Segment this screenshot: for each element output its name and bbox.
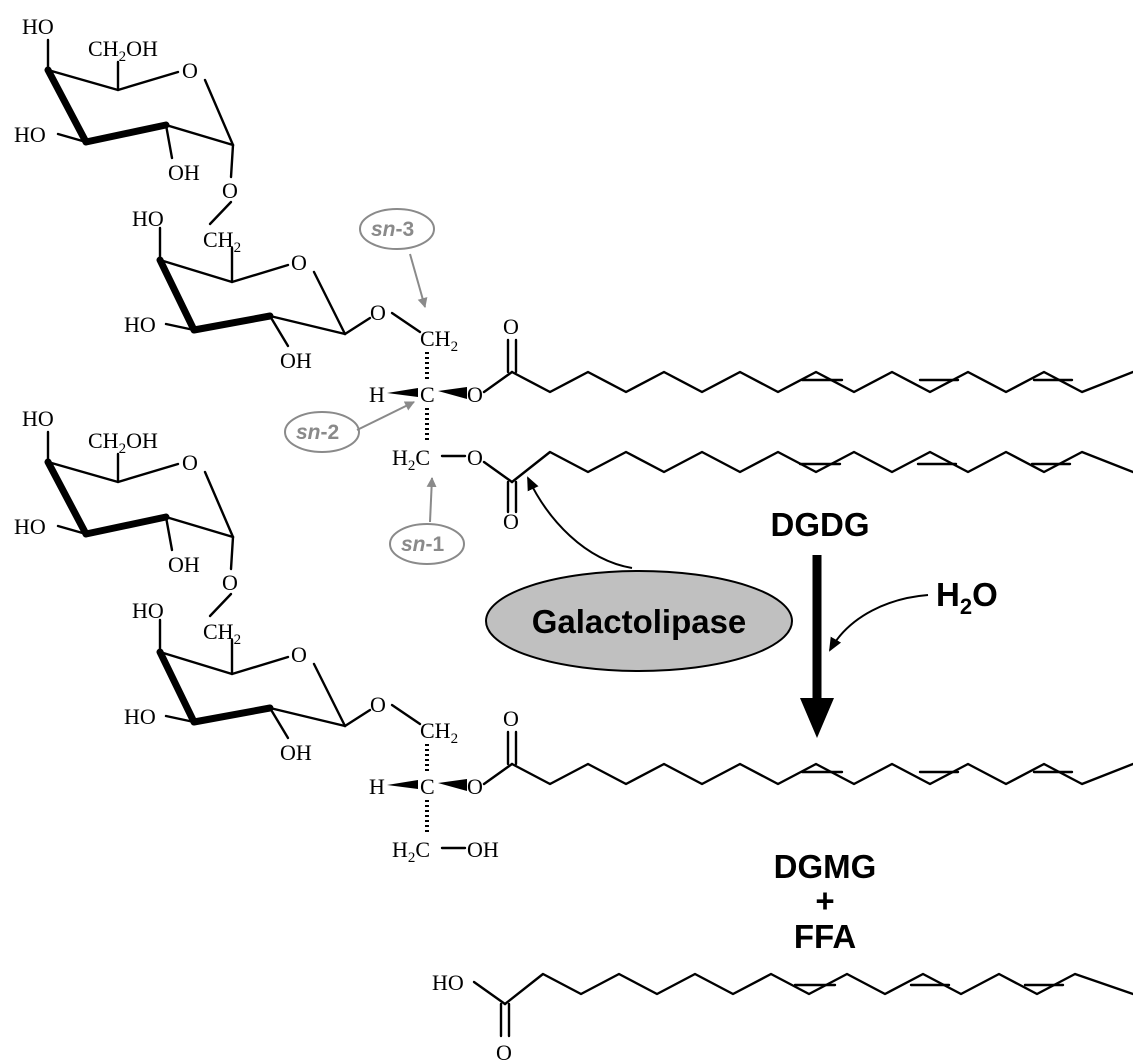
atom-ch2oh: CH [88, 36, 119, 61]
atom-glycosidic-o: O [370, 300, 386, 325]
atom-h2c-sub: 2 [408, 458, 416, 474]
sn-prefix: sn [371, 218, 396, 241]
svg-text:H2O: H2O [936, 576, 998, 619]
atom-h2c-h: H [392, 445, 408, 470]
atom-carbonyl-o: O [503, 314, 519, 339]
sn-prefix: sn [296, 421, 321, 444]
atom-ch2-sub: 2 [234, 240, 242, 256]
atom-hydroxyl: OH [467, 837, 499, 862]
atom-oh: OH [168, 552, 200, 577]
atom-link-o: O [222, 570, 238, 595]
atom-ch2oh-sub: 2 [119, 441, 127, 457]
atom-ch2-sub: 2 [451, 339, 459, 355]
sn-number: -2 [321, 421, 340, 444]
atom-ho: HO [22, 14, 54, 39]
svg-text:CH2: CH2 [420, 326, 458, 355]
svg-text:CH2: CH2 [203, 619, 241, 648]
sn-prefix: sn [401, 533, 426, 556]
atom-h2c-h: H [392, 837, 408, 862]
atom-h: H [369, 774, 385, 799]
svg-text:sn-2: sn-2 [296, 421, 339, 444]
atom-ch2oh-sub: 2 [119, 49, 127, 65]
atom-h2c-c: C [415, 445, 430, 470]
dgdg-sn2-acyl-chain: O [482, 314, 1133, 394]
enzyme-label: Galactolipase [532, 603, 747, 640]
atom-link-o: O [222, 178, 238, 203]
atom-ho: HO [132, 206, 164, 231]
dgmg-outer-galactose: HO CH2OH O HO OH O [14, 406, 238, 595]
atom-oh: OH [168, 160, 200, 185]
free-fatty-acid: HO O [432, 970, 1133, 1064]
atom-ho: HO [14, 514, 46, 539]
atom-oh: OH [280, 740, 312, 765]
atom-ch2-sub: 2 [451, 731, 459, 747]
atom-carbonyl-o: O [503, 509, 519, 534]
atom-ho: HO [22, 406, 54, 431]
svg-text:H2C: H2C [392, 837, 430, 866]
atom-ho: HO [132, 598, 164, 623]
atom-ho: HO [432, 970, 464, 995]
svg-text:CH2: CH2 [203, 227, 241, 256]
dgdg-inner-galactose: HO CH2 O HO OH O [124, 200, 386, 373]
dgmg-glycerol: CH2 C H O H2C OH [369, 703, 499, 866]
svg-text:CH2OH: CH2OH [88, 36, 158, 65]
svg-text:CH2: CH2 [420, 718, 458, 747]
atom-c: C [420, 774, 435, 799]
atom-h2c-c: C [415, 837, 430, 862]
dgdg-glycerol: CH2 C H O H2C O [369, 311, 483, 474]
atom-ester-o: O [467, 382, 483, 407]
atom-glycosidic-o: O [370, 692, 386, 717]
atom-h: H [369, 382, 385, 407]
product-label-ffa: FFA [794, 918, 856, 955]
substrate-label-dgdg: DGDG [771, 506, 870, 543]
sn-number: -1 [426, 533, 445, 556]
sn1-position-label: sn-1 [389, 477, 465, 565]
galactolipase-enzyme: Galactolipase [485, 476, 793, 672]
dgdg-outer-galactose: HO CH2OH O HO OH O [14, 14, 238, 203]
sn-number: -3 [396, 218, 415, 241]
atom-oh: OH [280, 348, 312, 373]
atom-ring-o: O [182, 450, 198, 475]
atom-c: C [420, 382, 435, 407]
atom-ch2: CH [420, 718, 451, 743]
product-label-dgmg: DGMG [774, 848, 877, 885]
atom-ring-o: O [182, 58, 198, 83]
atom-ho: HO [14, 122, 46, 147]
dgmg-acyl-chain: O [482, 706, 1133, 786]
atom-ch2: CH [203, 619, 234, 644]
svg-text:sn-1: sn-1 [401, 533, 445, 556]
atom-ch2: CH [420, 326, 451, 351]
atom-h2c-sub: 2 [408, 850, 416, 866]
sn2-position-label: sn-2 [284, 401, 415, 453]
atom-ch2oh: CH [88, 428, 119, 453]
water-h: H [936, 576, 960, 613]
atom-ch2: CH [203, 227, 234, 252]
water-o: O [972, 576, 998, 613]
atom-ho: HO [124, 704, 156, 729]
plus-sign: + [815, 882, 834, 919]
dgmg-inner-galactose: HO CH2 O HO OH O [124, 592, 386, 765]
atom-ester-o: O [467, 445, 483, 470]
atom-ch2oh-tail: OH [126, 36, 158, 61]
dgdg-sn1-acyl-chain: O [482, 450, 1133, 534]
atom-ch2-sub: 2 [234, 632, 242, 648]
atom-ho: HO [124, 312, 156, 337]
water-reagent: H2O [829, 576, 998, 652]
water-sub: 2 [960, 594, 972, 619]
svg-text:H2C: H2C [392, 445, 430, 474]
atom-carbonyl-o: O [503, 706, 519, 731]
sn3-position-label: sn-3 [359, 208, 435, 308]
atom-carbonyl-o: O [496, 1040, 512, 1064]
svg-text:sn-3: sn-3 [371, 218, 414, 241]
atom-ring-o: O [291, 642, 307, 667]
atom-ch2oh-tail: OH [126, 428, 158, 453]
reaction-arrow [800, 555, 834, 738]
svg-text:CH2OH: CH2OH [88, 428, 158, 457]
atom-ester-o: O [467, 774, 483, 799]
atom-ring-o: O [291, 250, 307, 275]
